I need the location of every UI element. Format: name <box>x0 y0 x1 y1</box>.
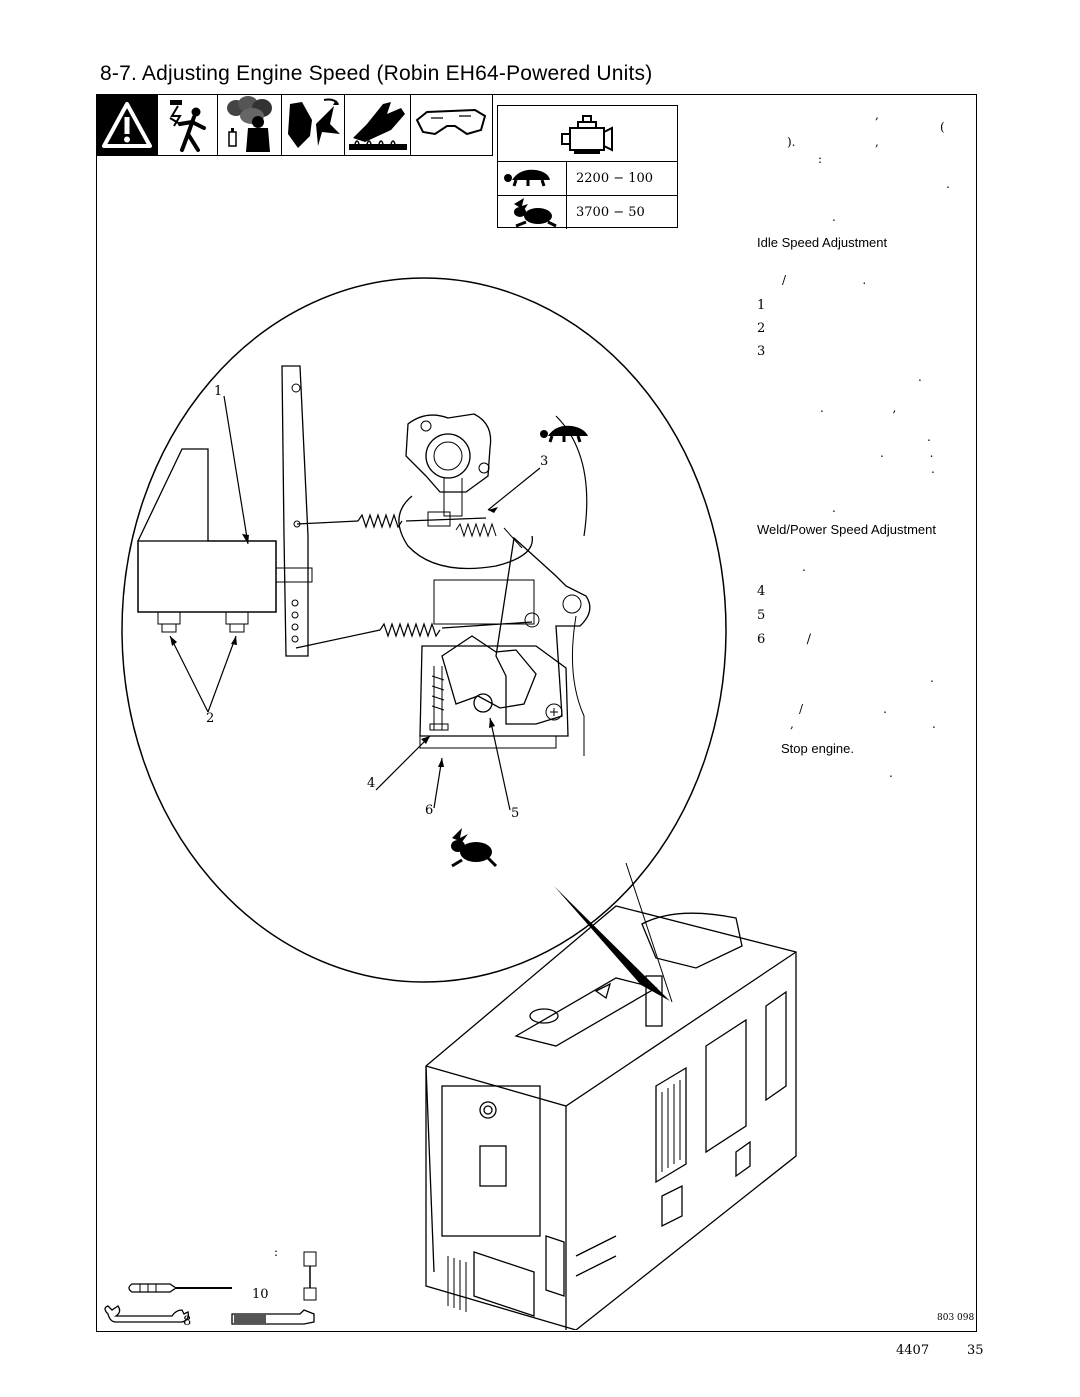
electric-shock-icon <box>158 94 218 156</box>
engine-speed-table: 2200 − 100 3700 − 50 <box>497 105 678 229</box>
text-punct: / . <box>782 273 867 287</box>
generator-drawing <box>425 905 797 1330</box>
text-punct: ( <box>940 120 945 134</box>
step-number: 6 / <box>757 632 811 647</box>
content-frame <box>96 94 977 1332</box>
step-number: 1 <box>757 298 766 313</box>
text-punct: : <box>818 152 823 166</box>
wrench-size: 8 <box>183 1314 192 1329</box>
text-punct: . <box>930 671 934 685</box>
footer-doc-number: 4407 <box>896 1343 930 1358</box>
screwdriver-size: 10 <box>252 1287 269 1302</box>
text-punct: . <box>889 766 893 780</box>
callout-number: 1 <box>214 384 223 399</box>
footer-page-number: 35 <box>967 1343 984 1358</box>
text-punct: . . <box>880 446 934 460</box>
socket-wrench-icon <box>231 1251 317 1325</box>
step-number: 3 <box>757 344 766 359</box>
callout-number: 4 <box>367 776 376 791</box>
weld-speed-value: 3700 − 50 <box>576 205 645 220</box>
stop-engine-text: Stop engine. <box>781 741 855 756</box>
step-number: 2 <box>757 321 766 336</box>
text-punct: . <box>932 717 936 731</box>
text-punct: . <box>832 210 836 224</box>
text-punct: / . <box>799 702 887 716</box>
tools-illustration <box>104 1251 317 1325</box>
turtle-icon <box>540 425 588 443</box>
rabbit-icon <box>498 196 567 229</box>
text-punct: , <box>875 108 879 122</box>
weld-speed-row: 3700 − 50 <box>498 196 677 229</box>
text-punct: . <box>927 430 931 444</box>
safety-glasses-icon <box>411 94 493 156</box>
fumes-icon <box>218 94 282 156</box>
text-punct: . <box>918 370 922 384</box>
callout-number: 5 <box>511 806 520 821</box>
callout-number: 6 <box>425 803 434 818</box>
rabbit-icon <box>451 828 498 868</box>
text-punct: . , <box>820 401 897 415</box>
text-punct: . <box>832 501 836 515</box>
tools-colon: : <box>274 1245 279 1259</box>
step-number: 5 <box>757 608 766 623</box>
engine-speed-illustration <box>121 277 797 1330</box>
engine-icon <box>498 106 677 162</box>
warning-icon <box>96 94 158 156</box>
moving-parts-icon <box>282 94 345 156</box>
text-punct: ). <box>787 135 796 149</box>
screwdriver-icon <box>128 1283 232 1293</box>
text-punct: . <box>946 177 950 191</box>
hot-parts-icon <box>345 94 411 156</box>
section-title: 8-7. Adjusting Engine Speed (Robin EH64-… <box>100 62 653 85</box>
idle-speed-heading: Idle Speed Adjustment <box>757 235 888 250</box>
drawing-reference: 803 098 <box>937 1313 975 1323</box>
weld-speed-heading: Weld/Power Speed Adjustment <box>757 522 936 537</box>
text-punct: , <box>875 135 879 149</box>
callout-number: 2 <box>206 711 215 726</box>
safety-icon-strip <box>96 94 493 156</box>
step-number: 4 <box>757 584 766 599</box>
turtle-icon <box>498 162 567 195</box>
idle-speed-value: 2200 − 100 <box>576 171 654 186</box>
wrench-icon <box>104 1305 190 1323</box>
text-punct: . <box>931 462 935 476</box>
idle-speed-row: 2200 − 100 <box>498 162 677 196</box>
callout-number: 3 <box>540 454 549 469</box>
text-punct: . <box>802 560 806 574</box>
text-punct: , <box>790 717 794 731</box>
